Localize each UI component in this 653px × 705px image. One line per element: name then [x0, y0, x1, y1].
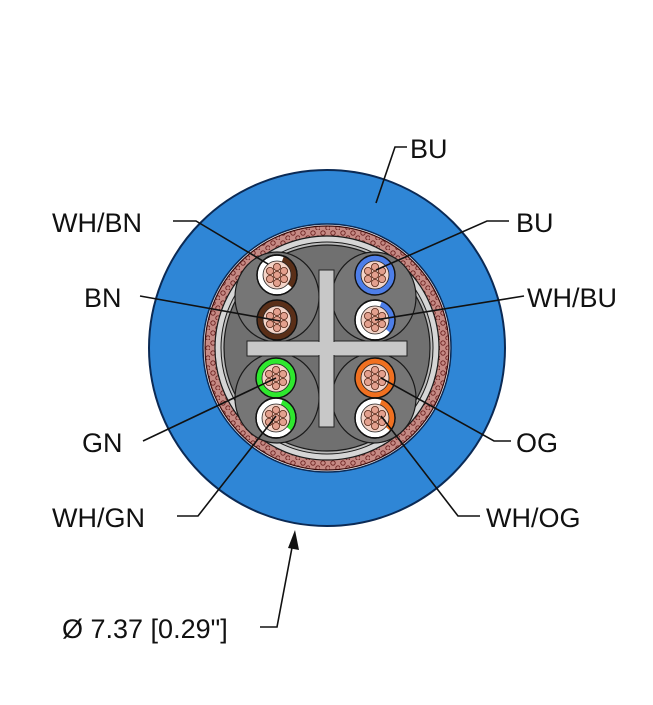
diameter-arrowhead [288, 530, 299, 550]
label-wh-gn: WH/GN [52, 503, 145, 533]
conductor-og [354, 357, 396, 399]
label-wh-bu: WH/BU [527, 283, 617, 313]
leader-og [380, 377, 511, 442]
label-og: OG [516, 428, 558, 458]
conductor-wh-gn [255, 397, 297, 439]
label-gn: GN [82, 428, 123, 458]
leader-bu [375, 220, 509, 271]
label-bn: BN [84, 283, 122, 313]
label-wh-og: WH/OG [486, 503, 581, 533]
label-wh-bn: WH/BN [52, 208, 142, 238]
conductor-wh-og [354, 397, 396, 439]
leader-wh-gn [177, 415, 277, 517]
leader-wh-bn [173, 220, 269, 265]
conductor-wh-bn [256, 254, 298, 296]
label-diameter: Ø 7.37 [0.29"] [62, 614, 228, 644]
leader-wh-og [380, 415, 480, 517]
labels: BU WH/BN BN GN WH/GN BU WH/BU OG WH/OG Ø… [52, 134, 617, 644]
leader-bn [139, 295, 281, 322]
leader-diameter [260, 536, 295, 628]
leader-gn [142, 377, 277, 442]
label-bu: BU [516, 208, 554, 238]
cross-separator [246, 269, 408, 428]
leader-lines [139, 146, 525, 628]
leader-wh-bu [374, 295, 525, 321]
conductor-bu [354, 254, 396, 296]
conductor-bn [256, 299, 298, 341]
leader-jacket [375, 146, 407, 204]
label-jacket: BU [410, 134, 448, 164]
